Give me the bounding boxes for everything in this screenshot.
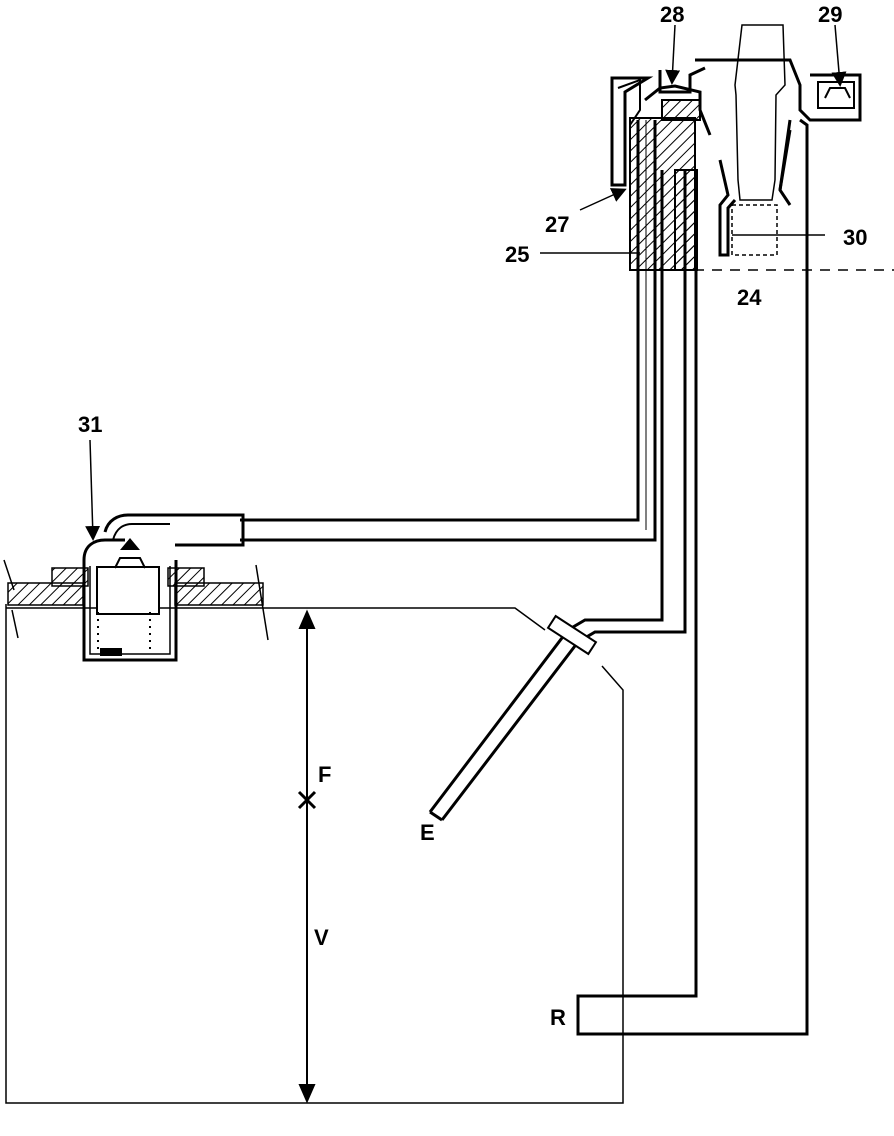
label-24: 24 (737, 285, 762, 310)
label-28: 28 (660, 2, 684, 27)
return-pipe (576, 270, 809, 1036)
label-29: 29 (818, 2, 842, 27)
rollover-valve-31 (82, 538, 178, 662)
label-R: R (550, 1005, 566, 1030)
fuel-nozzle (718, 24, 792, 257)
label-V: V (314, 925, 329, 950)
leader-lines (85, 24, 847, 541)
filler-pipe (428, 170, 687, 822)
label-31: 31 (78, 412, 102, 437)
label-F: F (318, 762, 331, 787)
vent-pipe (103, 120, 657, 547)
label-27: 27 (545, 212, 569, 237)
filler-neck-assembly (610, 58, 894, 271)
level-dimension (297, 609, 317, 1104)
body-panel (3, 559, 269, 641)
label-30: 30 (843, 225, 867, 250)
label-25: 25 (505, 242, 529, 267)
label-E: E (420, 820, 435, 845)
